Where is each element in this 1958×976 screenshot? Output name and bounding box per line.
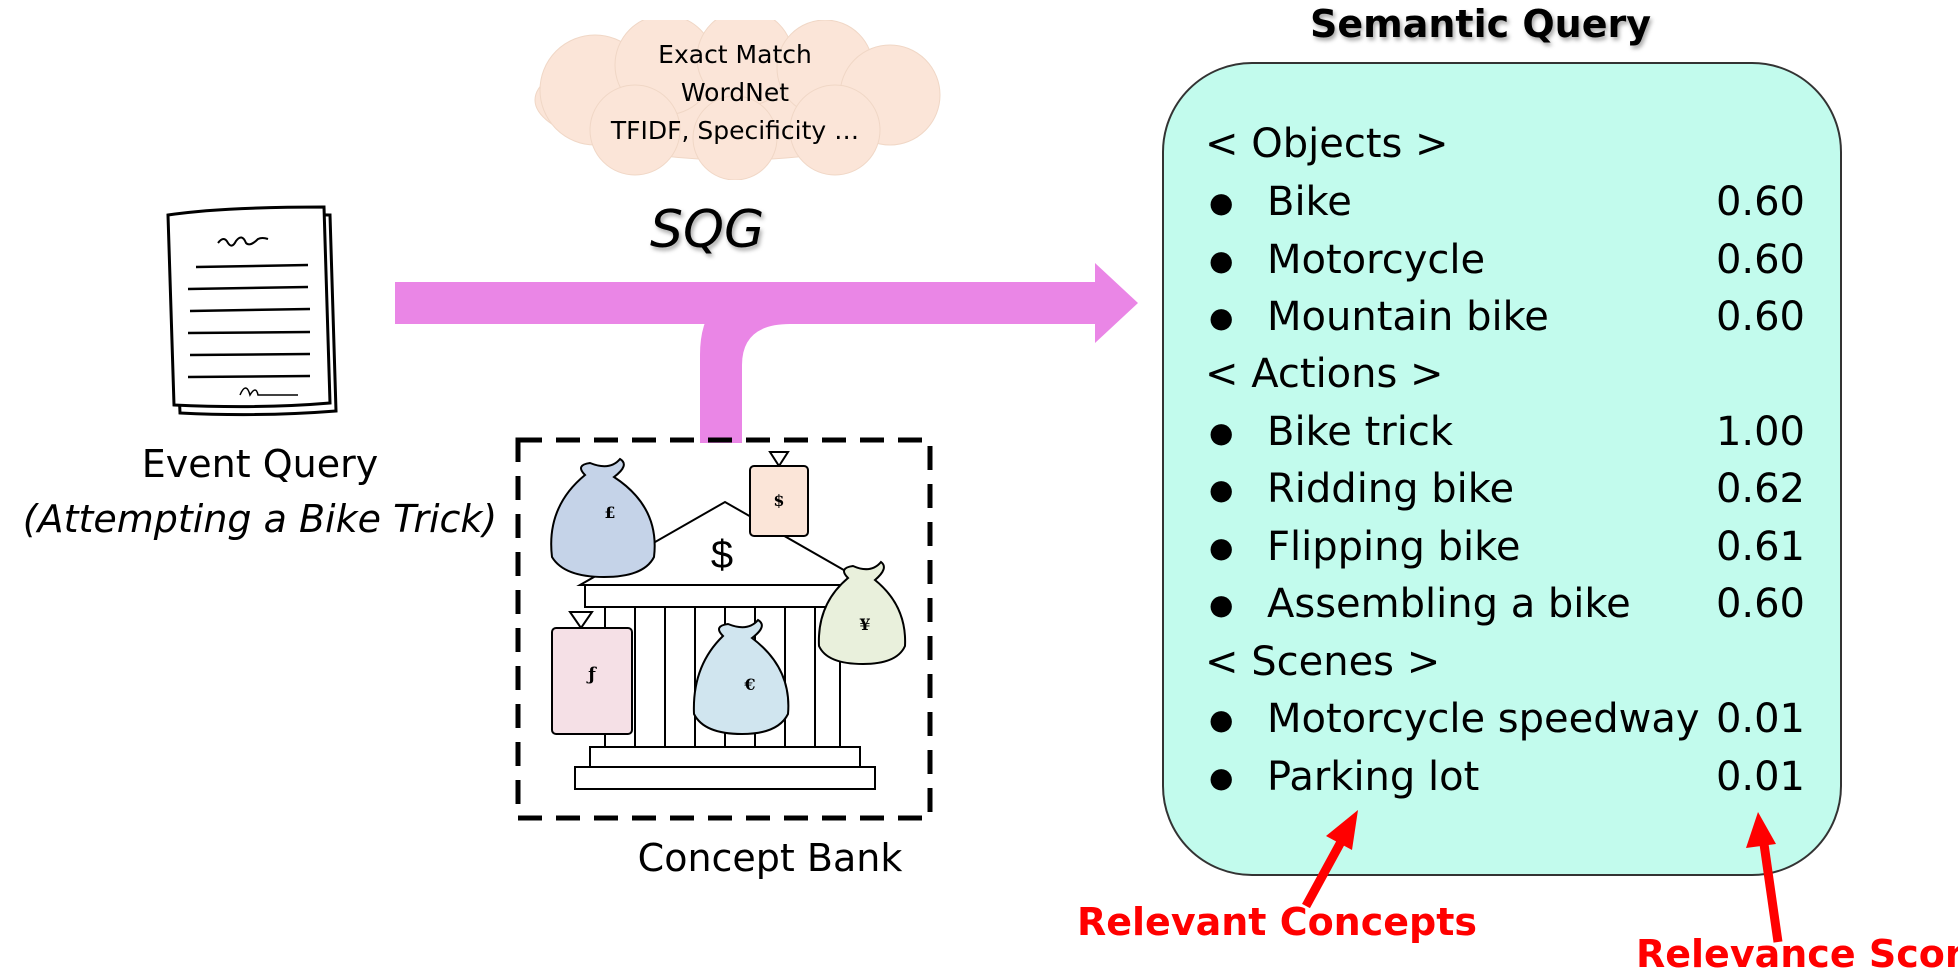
concept-name: Flipping bike <box>1267 524 1521 570</box>
relevant-concepts-label: Relevant Concepts <box>1077 900 1478 944</box>
concept-row: ● Ridding bike 0.62 <box>1205 462 1805 516</box>
section-heading-actions: < Actions > <box>1205 351 1444 397</box>
concept-row: ● Motorcycle speedway 0.01 <box>1205 692 1805 746</box>
relevant-concepts-arrowhead <box>1326 810 1358 850</box>
bullet: ● <box>1209 472 1234 506</box>
concept-row: ● Bike trick 1.00 <box>1205 405 1805 459</box>
bullet: ● <box>1209 760 1234 794</box>
concept-row: ● Bike 0.60 <box>1205 175 1805 229</box>
section-heading-objects: < Objects > <box>1205 121 1449 167</box>
bullet: ● <box>1209 530 1234 564</box>
concept-name: Bike <box>1267 179 1352 225</box>
concept-name: Motorcycle <box>1267 237 1486 283</box>
concept-score: 1.00 <box>1715 409 1805 455</box>
concept-name: Mountain bike <box>1267 294 1549 340</box>
semantic-query-title: Semantic Query <box>1310 2 1652 46</box>
bullet: ● <box>1209 415 1234 449</box>
concept-score: 0.60 <box>1715 581 1805 627</box>
concept-score: 0.60 <box>1715 179 1805 225</box>
concept-score: 0.01 <box>1715 696 1805 742</box>
sqg-arrow <box>395 263 1138 443</box>
yen-bag-symbol: ¥ <box>859 615 870 634</box>
document-icon <box>166 205 338 417</box>
concept-row: ● Motorcycle 0.60 <box>1205 233 1805 287</box>
concept-row: ● Flipping bike 0.61 <box>1205 520 1805 574</box>
bullet: ● <box>1209 702 1234 736</box>
cloud-line-2: WordNet <box>680 78 790 107</box>
bullet: ● <box>1209 243 1234 277</box>
concept-name: Assembling a bike <box>1267 581 1631 627</box>
section-heading-scenes: < Scenes > <box>1205 639 1441 685</box>
bullet: ● <box>1209 300 1234 334</box>
bullet: ● <box>1209 587 1234 621</box>
sqg-label: SQG <box>650 200 765 260</box>
concept-bank-illustration: $ £ $ ¥ ƒ € <box>515 437 933 821</box>
pound-bag-symbol: £ <box>604 503 615 522</box>
concept-score: 0.61 <box>1715 524 1805 570</box>
relevance-score-label: Relevance Score <box>1636 932 1958 976</box>
bank-dollar-sign: $ <box>711 533 733 577</box>
annotation-arrows <box>1302 810 1783 943</box>
cloud-line-1: Exact Match <box>658 40 812 69</box>
dollar-bag-symbol: $ <box>773 491 784 510</box>
florin-bag-symbol: ƒ <box>586 664 597 685</box>
concept-score: 0.62 <box>1715 466 1805 512</box>
semantic-query-panel <box>1162 62 1842 876</box>
event-query-sublabel: (Attempting a Bike Trick) <box>22 497 498 541</box>
cloud-shape <box>534 20 941 180</box>
concept-row: ● Parking lot 0.01 <box>1205 750 1805 804</box>
event-query-label: Event Query <box>141 442 379 486</box>
concept-row: ● Assembling a bike 0.60 <box>1205 577 1805 631</box>
concept-name: Motorcycle speedway <box>1267 696 1700 742</box>
euro-bag-symbol: € <box>743 675 755 694</box>
bullet: ● <box>1209 185 1234 219</box>
concept-bank-label: Concept Bank <box>637 836 903 880</box>
cloud-line-3: TFIDF, Specificity … <box>610 116 860 145</box>
relevance-score-arrowhead <box>1746 812 1776 848</box>
concept-score: 0.60 <box>1715 237 1805 283</box>
concept-score: 0.01 <box>1715 754 1805 800</box>
concept-name: Parking lot <box>1267 754 1480 800</box>
concept-name: Ridding bike <box>1267 466 1515 512</box>
concept-name: Bike trick <box>1267 409 1454 455</box>
concept-score: 0.60 <box>1715 294 1805 340</box>
concept-row: ● Mountain bike 0.60 <box>1205 290 1805 344</box>
